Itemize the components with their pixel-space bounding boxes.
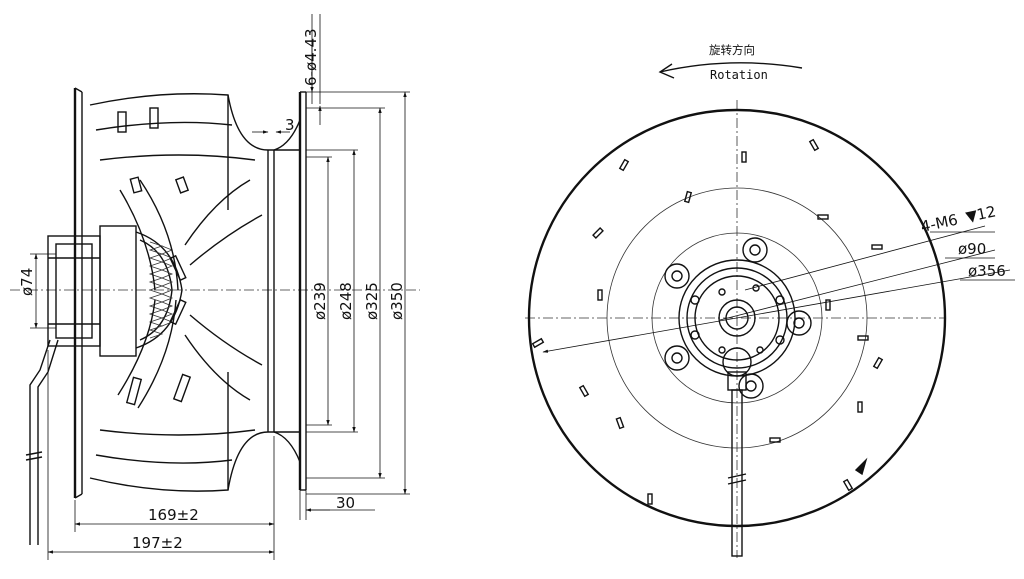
inlet-shroud xyxy=(227,91,307,491)
impeller-outer-circle xyxy=(527,108,947,528)
dim-holes: 6-ø4.43 xyxy=(302,28,320,86)
motor-hub xyxy=(47,225,183,357)
dim-d239: ø239 xyxy=(311,282,329,320)
dim-d325: ø325 xyxy=(363,282,381,320)
dim-d350: ø350 xyxy=(388,282,406,320)
leader-thread xyxy=(744,225,986,291)
impeller-blades xyxy=(89,93,263,492)
dim-30: 30 xyxy=(336,494,355,512)
blade-marks xyxy=(531,138,884,505)
shaft-outer xyxy=(718,299,756,337)
dim-d356: ø356 xyxy=(968,262,1006,280)
leader-d90 xyxy=(719,249,996,321)
stator-coil xyxy=(148,241,164,339)
leader-d356 xyxy=(542,269,1011,353)
dim-d248: ø248 xyxy=(337,282,355,320)
dim-169: 169±2 xyxy=(148,506,199,524)
shaft-inner xyxy=(725,306,749,330)
side-view: ø74 ø239 ø248 ø325 ø350 6-ø4.43 3 xyxy=(10,14,420,560)
dim-depth: 12 xyxy=(975,202,997,224)
front-cable xyxy=(722,347,752,557)
dim-197: 197±2 xyxy=(132,534,183,552)
inlet-circle xyxy=(606,187,868,449)
dim-d74: ø74 xyxy=(18,268,36,296)
dim-3: 3 xyxy=(285,116,295,134)
rotation-label-en: Rotation xyxy=(710,68,768,82)
rotation-arrow xyxy=(659,62,803,73)
rotation-label-cn: 旋转方向 xyxy=(709,43,755,57)
dim-depth-symbol: ▼ xyxy=(964,206,979,226)
dim-d90: ø90 xyxy=(958,240,986,258)
side-cable xyxy=(25,339,59,545)
front-view: 旋转方向 Rotation xyxy=(525,43,1015,558)
